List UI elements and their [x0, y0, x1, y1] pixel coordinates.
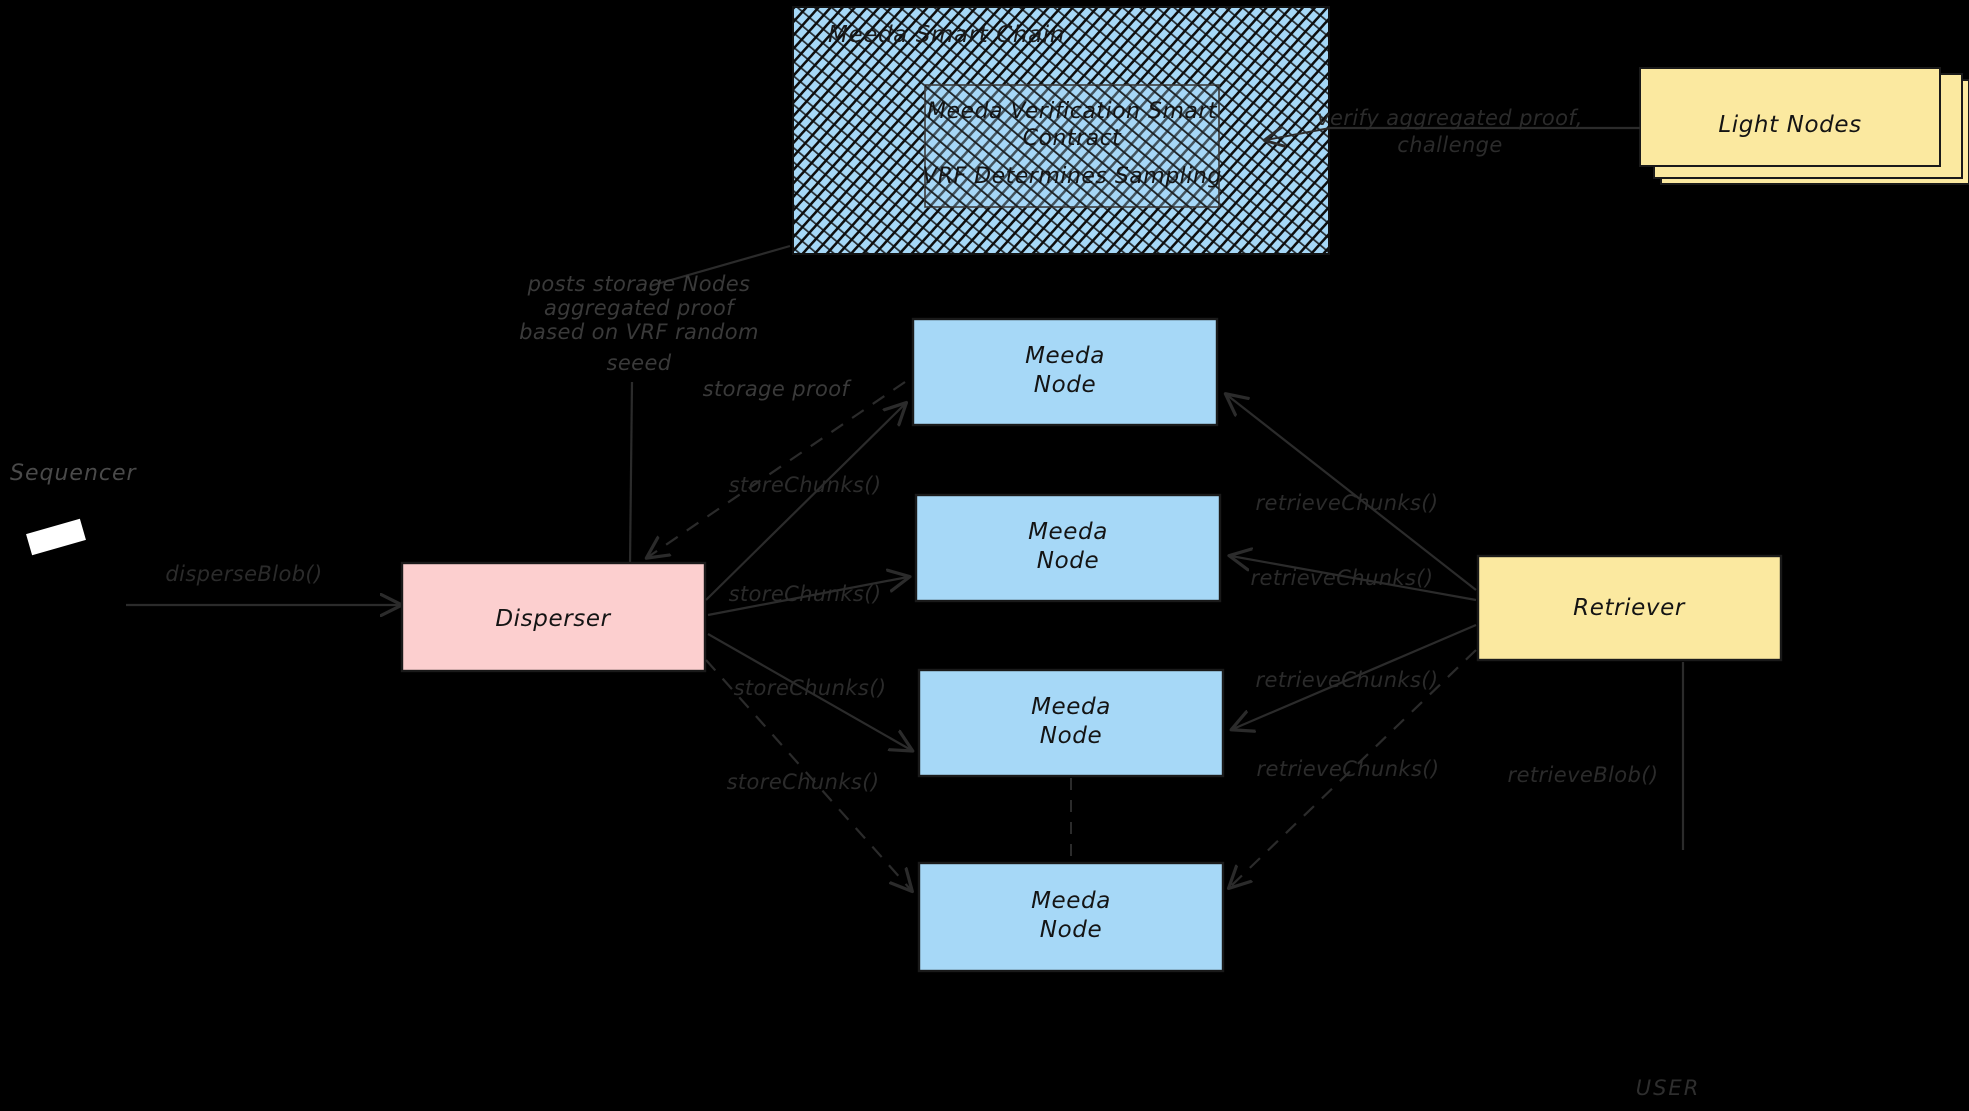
edge-label-posts-line3: based on VRF random	[519, 320, 759, 344]
disperser-label: Disperser	[495, 606, 611, 632]
user-label: USER	[1636, 1076, 1701, 1100]
sequencer-label: Sequencer	[10, 461, 138, 486]
edge-retrieve-chunks-1	[1227, 395, 1477, 591]
edge-label-posts-line4: seeed	[606, 351, 671, 375]
edge-retrieve-chunks-3	[1233, 623, 1477, 729]
disperser-box[interactable]: Disperser	[400, 561, 707, 673]
meeda-smart-chain-box[interactable]: Meeda Smart Chain Meeda Verification Sma…	[792, 6, 1330, 255]
edge-label-retrieve-blob: retrieveBlob()	[1508, 763, 1659, 787]
retriever-box[interactable]: Retriever	[1476, 554, 1783, 662]
meeda-node-3-line2: Node	[1040, 723, 1102, 749]
meeda-node-3-line1: Meeda	[1031, 694, 1111, 720]
contract-line-2: Contract	[1023, 126, 1123, 151]
meeda-node-1-line1: Meeda	[1025, 343, 1105, 369]
meeda-node-4[interactable]: Meeda Node	[917, 861, 1225, 973]
light-nodes-stack[interactable]: Light Nodes	[1639, 67, 1969, 185]
edge-retrieve-chunks-4	[1230, 649, 1477, 887]
light-nodes-label: Light Nodes	[1718, 112, 1861, 138]
edge-retrieve-chunks-2	[1231, 556, 1477, 602]
edge-store-chunks-3	[707, 633, 911, 750]
meeda-node-4-line2: Node	[1040, 917, 1102, 943]
sequencer-glyph	[26, 518, 86, 556]
edge-posts-storage-vertical	[628, 381, 634, 566]
meeda-node-2-line1: Meeda	[1028, 519, 1108, 545]
edge-label-retrieve-chunks-1: retrieveChunks()	[1255, 491, 1438, 515]
edge-label-posts-line2: aggregated proof	[544, 296, 737, 320]
edge-storage-proof	[648, 381, 906, 557]
contract-line-1: Meeda Verification Smart	[927, 99, 1218, 124]
contract-line-3: VRF Determines Sampling	[922, 164, 1222, 189]
edge-label-retrieve-chunks-3: retrieveChunks()	[1255, 668, 1438, 692]
retriever-label: Retriever	[1573, 595, 1686, 621]
edge-label-store-chunks-1: storeChunks()	[729, 473, 882, 497]
edge-store-chunks-1	[705, 404, 905, 601]
meeda-node-2-line2: Node	[1037, 548, 1099, 574]
meeda-node-2[interactable]: Meeda Node	[914, 493, 1222, 603]
meeda-verification-contract-box[interactable]: Meeda Verification Smart Contract VRF De…	[922, 84, 1222, 208]
edge-label-posts-line1: posts storage Nodes	[527, 272, 751, 296]
edge-label-storage-proof: storage proof	[703, 377, 853, 401]
edge-store-chunks-2	[707, 577, 908, 617]
edge-label-verify-line2: challenge	[1397, 133, 1502, 157]
edge-label-store-chunks-4: storeChunks()	[727, 770, 880, 794]
edge-store-chunks-4	[705, 659, 911, 890]
edge-posts-storage-connector	[649, 244, 791, 288]
edge-label-store-chunks-3: storeChunks()	[734, 676, 887, 700]
edge-label-retrieve-chunks-2: retrieveChunks()	[1250, 566, 1433, 590]
edge-label-disperse-blob: disperseBlob()	[165, 562, 322, 586]
edge-verify-arrowhead	[1266, 128, 1331, 140]
meeda-node-3[interactable]: Meeda Node	[917, 668, 1225, 778]
edge-label-retrieve-chunks-4: retrieveChunks()	[1256, 757, 1439, 781]
edge-label-store-chunks-2: storeChunks()	[729, 582, 882, 606]
edge-label-verify-line1: verify aggregated proof,	[1317, 106, 1583, 130]
meeda-node-4-line1: Meeda	[1031, 888, 1111, 914]
chain-title: Meeda Smart Chain	[828, 22, 1065, 48]
meeda-node-1-line2: Node	[1034, 372, 1096, 398]
meeda-node-1[interactable]: Meeda Node	[911, 317, 1219, 427]
